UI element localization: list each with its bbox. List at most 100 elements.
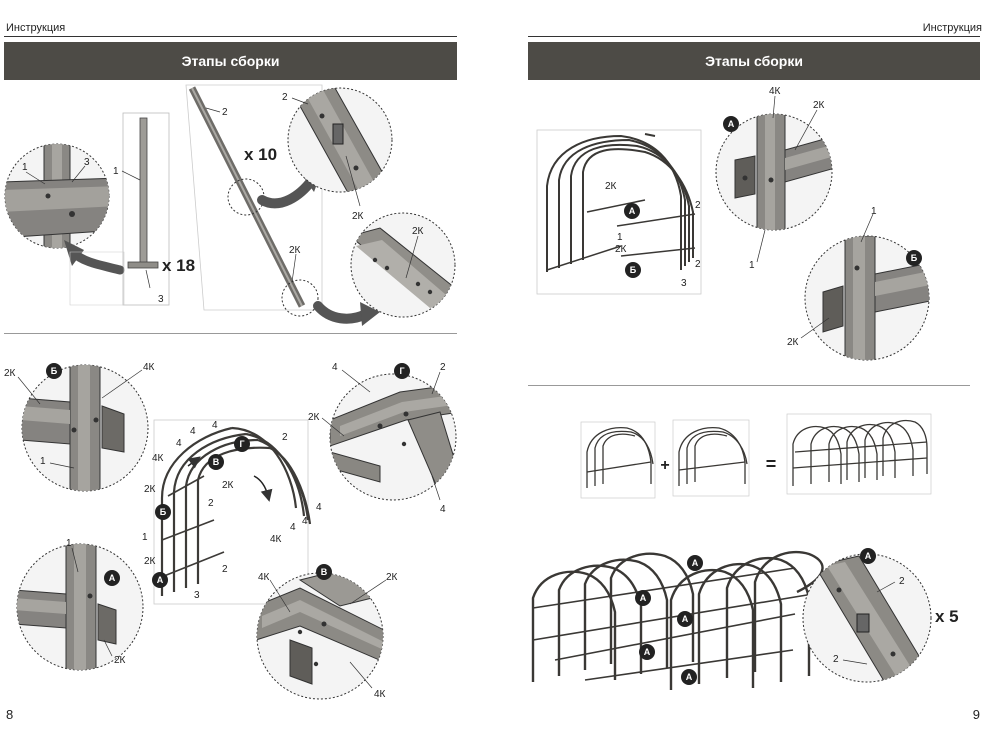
arc-joint-detail-circle [802,553,932,683]
label-frame-4: 4 [190,426,196,437]
label-frame-4: 4 [316,502,322,513]
badge-a-letter: А [692,558,699,568]
label-frame-2: 2 [208,498,214,509]
label-frame-3: 3 [681,278,687,289]
label-b-1: 1 [871,206,877,217]
section-title: Этапы сборки [705,53,803,69]
section-title: Этапы сборки [181,53,280,69]
badge-a-letter: А [644,647,651,657]
badge-b-letter: Б [51,366,58,376]
frame-section-illustration [536,129,702,295]
post-illustration [122,112,170,306]
label-frame-2: 2 [282,432,288,443]
label-frame-2k: 2К [605,181,617,192]
label-frame-2k: 2К [615,244,627,255]
badge-a [152,572,168,588]
badge-a-letter: А [686,672,693,682]
badge-a-letter: А [109,573,116,583]
label-frame-4: 4 [290,522,296,533]
badge-a [639,644,655,660]
badge-v [316,564,332,580]
joint-a-detail-circle [715,113,833,231]
label-a-4k: 4К [769,86,781,97]
label-frame-2k: 2К [144,556,156,567]
badge-a-letter: А [865,551,872,561]
label-joint-2: 2 [899,576,905,587]
section-small-illustration [580,421,656,499]
badge-a-letter: А [728,119,735,129]
badge-a-letter: А [682,614,689,624]
badge-b-letter: Б [911,253,918,263]
label-frame-2: 2 [695,200,701,211]
section-divider [528,385,970,386]
label-frame-4: 4 [212,420,218,431]
joint-g-detail-circle [329,373,457,501]
page-8: Инструкция Этапы сборки 8 [4,22,457,722]
label-post-3: 3 [158,294,164,305]
label-post-1: 1 [113,166,119,177]
label-frame-1: 1 [617,232,623,243]
section-divider [4,333,457,334]
running-head: Инструкция [922,22,982,34]
assembly-illustrations: 1 3 1 3 x 18 2 x 10 2К [4,84,457,700]
label-g-4: 4 [440,504,446,515]
label-detail-1: 1 [22,162,28,173]
badge-g [394,363,410,379]
label-a-1: 1 [749,260,755,271]
tunnel-small-illustration [786,413,932,495]
badge-b [625,262,641,278]
badge-v-letter: В [213,457,220,467]
section-title-bar: Этапы сборки [528,42,980,80]
label-detail-3: 3 [84,157,90,168]
arrow-icon [360,302,380,326]
arc-bottom-detail-circle [350,212,456,318]
label-arc-2: 2 [222,107,228,118]
equals-operator: = [766,454,777,474]
label-joint-2: 2 [833,654,839,665]
arrow-icon [64,240,84,266]
page-number: 8 [6,707,14,722]
badge-b-letter: Б [630,265,637,275]
badge-g-letter: Г [239,439,244,449]
badge-a [677,611,693,627]
label-arc-2k: 2К [289,245,301,256]
badge-v-letter: В [321,567,328,577]
arch-frame-illustration [153,419,312,605]
label-b-4k: 4К [143,362,155,373]
badge-b [155,504,171,520]
label-frame-2k: 2К [222,480,234,491]
page-9: Инструкция Этапы сборки 9 А Б 2К 1 [495,0,990,742]
joint-b-detail-circle [21,364,149,492]
posts-quantity: x 18 [162,256,195,275]
label-frame-2: 2 [222,564,228,575]
label-b-2k: 2К [4,368,16,379]
header-rule [4,36,457,37]
running-head: Инструкция [6,22,66,34]
joint-b-detail-circle [804,235,930,361]
label-frame-2k: 2К [144,484,156,495]
arc-top-detail-circle [287,87,393,193]
label-frame-2: 2 [695,259,701,270]
label-g-2: 2 [440,362,446,373]
label-frame-4k: 4К [152,453,164,464]
badge-a [104,570,120,586]
label-b-2k: 2К [787,337,799,348]
label-g-2k: 2К [308,412,320,423]
label-a-2k: 2К [114,655,126,666]
label-end-detail-2k: 2К [412,226,424,237]
plus-operator: + [660,457,669,474]
badge-g-letter: Г [399,366,404,376]
section-title-bar: Этапы сборки [4,42,457,80]
header-rule [528,36,980,37]
badge-g [234,436,250,452]
page-number: 9 [972,707,980,722]
badge-a-letter: А [629,206,636,216]
joints-quantity: x 5 [935,607,959,626]
badge-a [723,116,739,132]
joint-v-detail-circle [256,572,384,700]
label-v-4k: 4К [258,572,270,583]
label-frame-4k: 4К [270,534,282,545]
badge-a [624,203,640,219]
label-frame-4: 4 [176,438,182,449]
label-a-2k: 2К [813,100,825,111]
